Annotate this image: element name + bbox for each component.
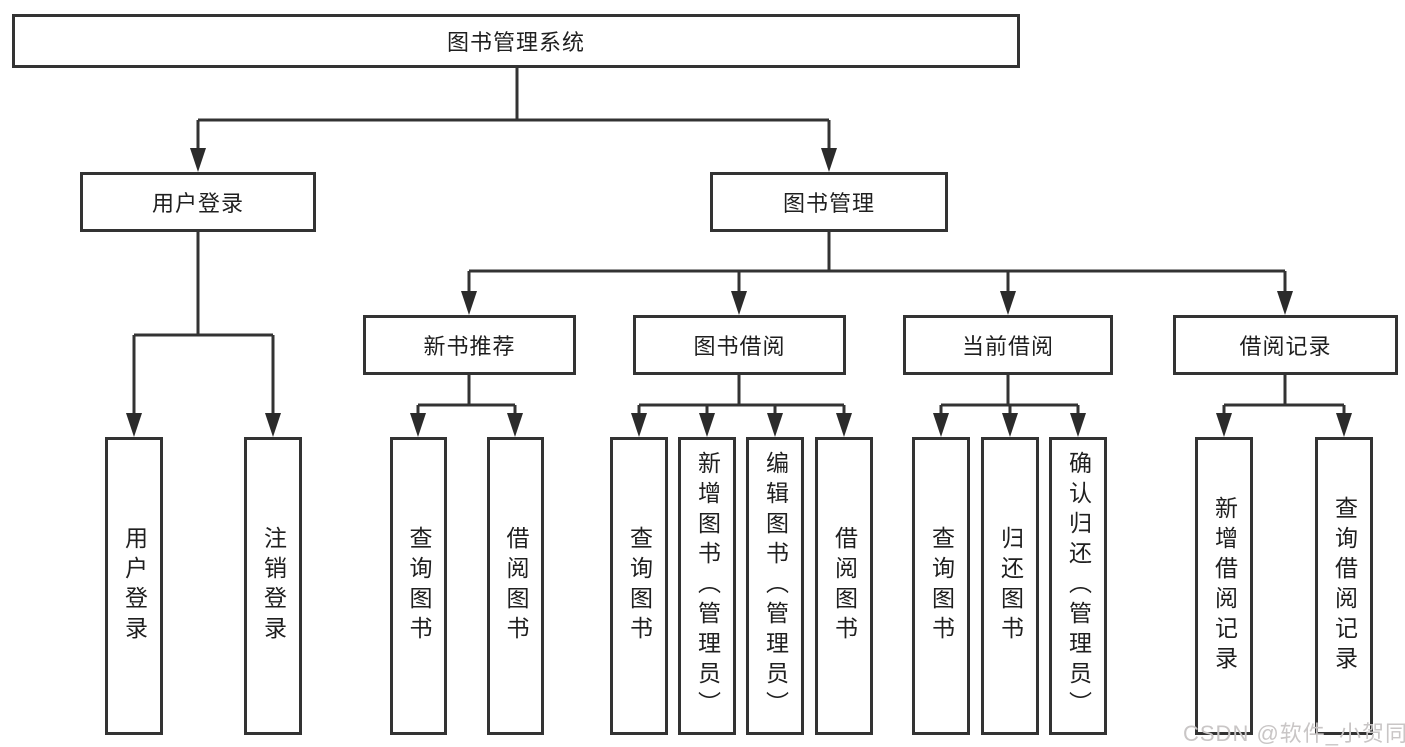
node-label: 借阅记录	[1239, 334, 1332, 359]
node-label: 新书推荐	[423, 334, 516, 359]
node-label: 图书借阅	[693, 334, 786, 359]
leaf-label: 用户登录	[121, 526, 148, 646]
node-new-book-recommend: 新书推荐	[363, 315, 576, 375]
leaf-label: 查询图书	[626, 526, 653, 646]
leaf-label: 编辑图书（管理员）	[762, 451, 789, 721]
leaf-label: 借阅图书	[831, 526, 858, 646]
leaf-current-return-books: 归还图书	[981, 437, 1039, 735]
leaf-current-query-books: 查询图书	[912, 437, 970, 735]
node-label: 当前借阅	[961, 334, 1054, 359]
node-current-borrow: 当前借阅	[903, 315, 1113, 375]
leaf-label: 注销登录	[260, 526, 287, 646]
leaf-label: 查询图书	[406, 526, 432, 646]
leaf-newbook-borrow-books: 借阅图书	[487, 437, 544, 735]
leaf-label: 查询借阅记录	[1331, 496, 1358, 676]
leaf-borrow-query-books: 查询图书	[610, 437, 668, 735]
leaf-records-query-record: 查询借阅记录	[1315, 437, 1373, 735]
leaf-logout: 注销登录	[244, 437, 302, 735]
leaf-current-confirm-return-admin: 确认归还（管理员）	[1049, 437, 1107, 735]
leaf-borrow-add-books-admin: 新增图书（管理员）	[678, 437, 736, 735]
leaf-borrow-borrow-books: 借阅图书	[815, 437, 873, 735]
node-library-management-system: 图书管理系统	[12, 14, 1020, 68]
csdn-watermark: CSDN @软件_小贺同学	[1183, 721, 1405, 746]
node-label: 图书管理系统	[446, 30, 585, 55]
node-book-management: 图书管理	[710, 172, 948, 232]
node-label: 图书管理	[782, 191, 875, 216]
node-user-login: 用户登录	[80, 172, 316, 232]
node-borrow-records: 借阅记录	[1173, 315, 1398, 375]
leaf-label: 归还图书	[997, 526, 1024, 646]
leaf-label: 新增图书（管理员）	[694, 451, 721, 721]
leaf-label: 查询图书	[928, 526, 955, 646]
node-label: 用户登录	[151, 191, 244, 216]
leaf-borrow-edit-books-admin: 编辑图书（管理员）	[746, 437, 804, 735]
leaf-label: 新增借阅记录	[1211, 496, 1238, 676]
leaf-label: 借阅图书	[503, 526, 529, 646]
leaf-newbook-query-books: 查询图书	[390, 437, 447, 735]
leaf-label: 确认归还（管理员）	[1065, 451, 1092, 721]
leaf-records-add-record: 新增借阅记录	[1195, 437, 1253, 735]
leaf-user-login: 用户登录	[105, 437, 163, 735]
node-book-borrow: 图书借阅	[633, 315, 846, 375]
